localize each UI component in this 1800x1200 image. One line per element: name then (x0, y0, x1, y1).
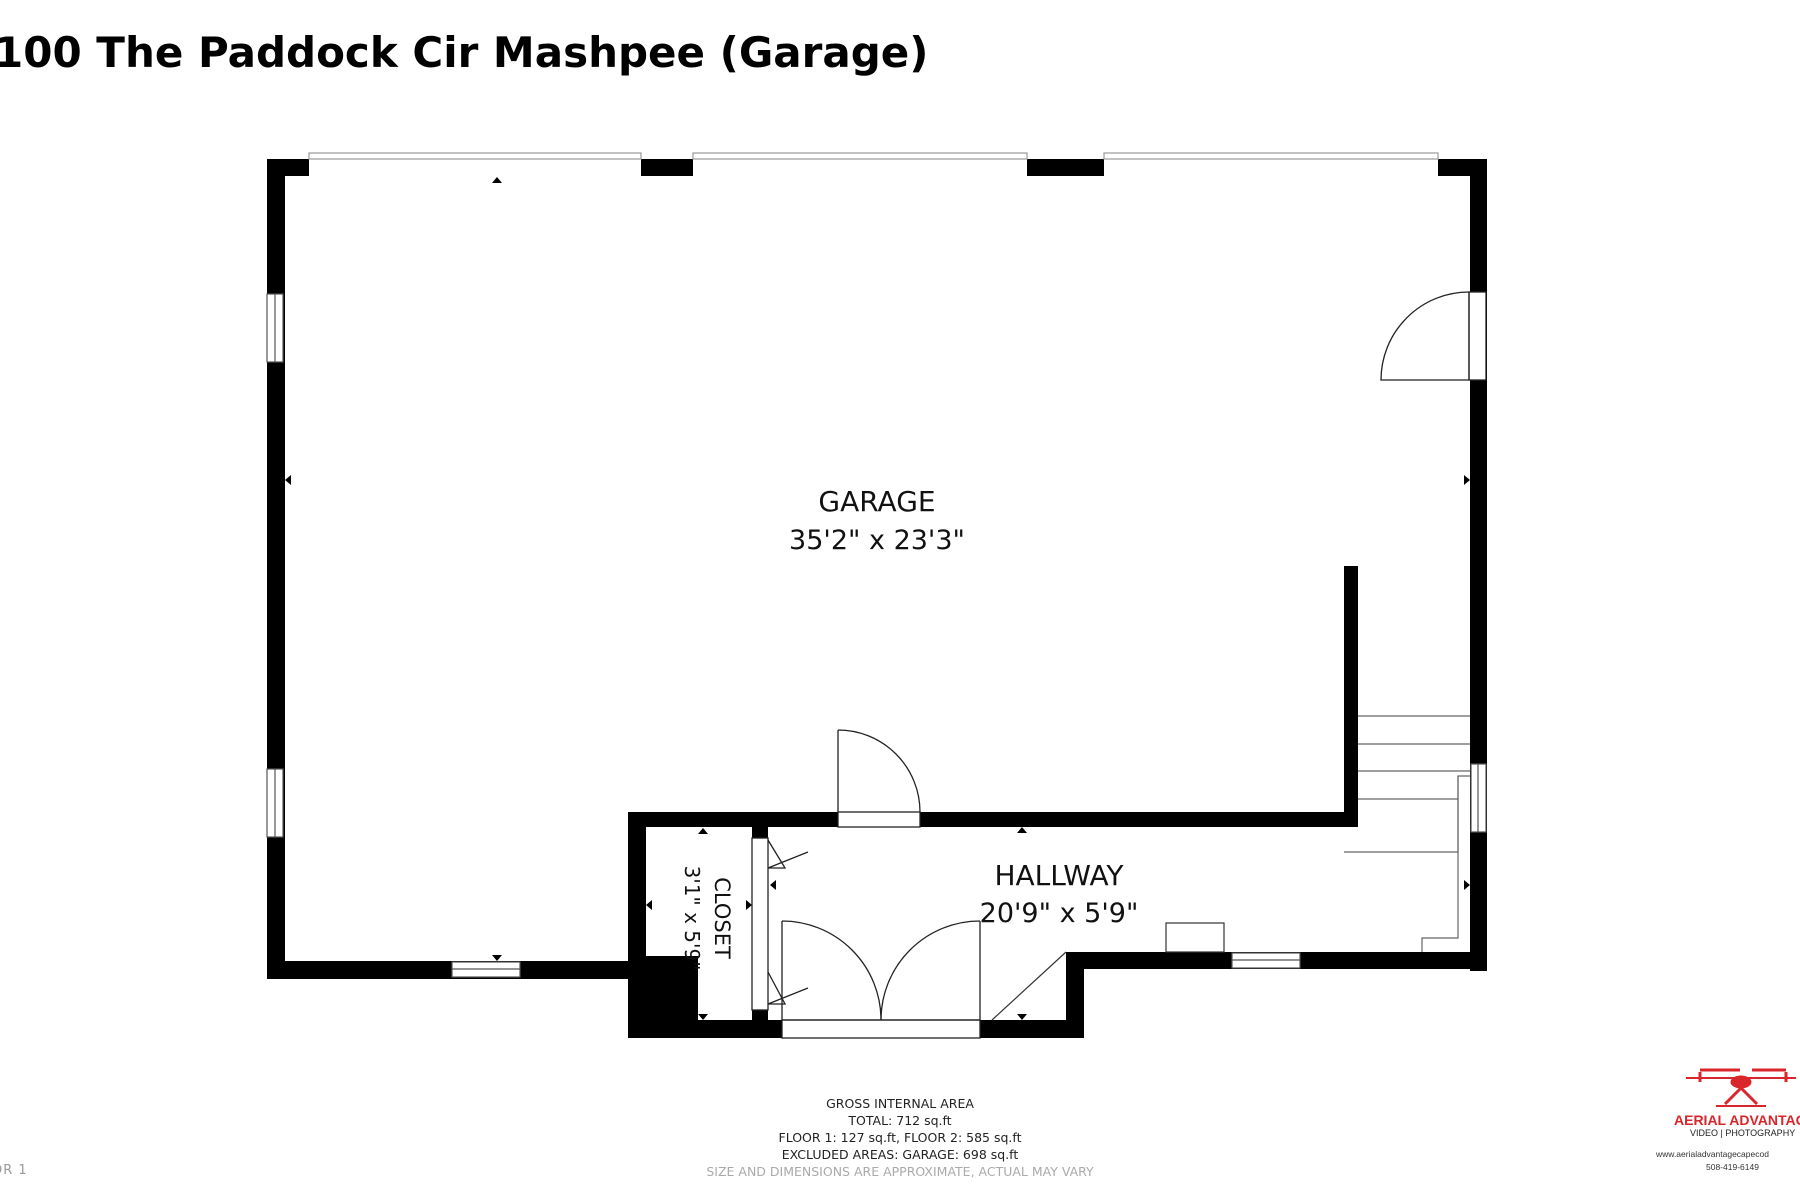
floor-label: OR 1 (0, 1163, 28, 1178)
closet-bifold-lower (767, 971, 809, 1005)
room-dimensions-closet: 3'1" x 5'9" (680, 866, 704, 971)
room-label-closet: CLOSET (710, 877, 734, 959)
garage-door-2 (692, 152, 1028, 160)
hallway-wall-step-vertical (1066, 952, 1084, 1038)
stairs (1344, 715, 1470, 952)
hallway-fixture (1165, 922, 1225, 953)
area-excluded: EXCLUDED AREAS: GARAGE: 698 sq.ft (781, 1147, 1019, 1162)
garage-doors (308, 152, 1439, 160)
room-dimensions-hallway: 20'9" x 5'9" (980, 898, 1139, 929)
logo-phone: 508-419-6149 (1706, 1162, 1759, 1172)
fixtures (991, 922, 1225, 1021)
garage-wall-top-segment-3 (1027, 159, 1104, 176)
hallway-divider-wall (628, 812, 1349, 827)
front-door-swing-right (880, 920, 981, 1021)
stair-side-wall (1344, 566, 1358, 827)
doors (751, 291, 1487, 1039)
room-dimensions-garage: 35'2" x 23'3" (789, 525, 965, 556)
windows (266, 293, 1487, 978)
garage-wall-left (267, 159, 285, 979)
closet-bifold-track (751, 837, 769, 1011)
entry-door-swing (1380, 291, 1470, 381)
closet-bifold-upper (767, 839, 809, 869)
logo-brand: AERIAL ADVANTAG (1674, 1112, 1800, 1128)
room-label-garage: GARAGE (818, 485, 935, 518)
hallway-wall-left (628, 812, 646, 1038)
hallway-garage-door (837, 811, 921, 828)
garage-wall-top-segment-1 (267, 159, 309, 176)
company-logo: AERIAL ADVANTAG VIDEO | PHOTOGRAPHY www.… (1640, 1060, 1800, 1180)
dimension-markers (285, 177, 1470, 1020)
area-heading: GROSS INTERNAL AREA (826, 1096, 974, 1111)
closet-label-group: CLOSET 3'1" x 5'9" (680, 866, 734, 971)
front-double-door (781, 1019, 981, 1039)
area-floors: FLOOR 1: 127 sq.ft, FLOOR 2: 585 sq.ft (778, 1130, 1022, 1145)
hallway-diagonal (991, 951, 1067, 1021)
garage-door-3 (1103, 152, 1439, 160)
drone-icon (1686, 1068, 1796, 1107)
logo-url: www.aerialadvantagecapecod (1656, 1149, 1769, 1159)
plan-title: 100 The Paddock Cir Mashpee (Garage) (0, 28, 929, 77)
garage-door-1 (308, 152, 642, 160)
area-summary: GROSS INTERNAL AREA TOTAL: 712 sq.ft FLO… (640, 1095, 1160, 1180)
logo-tagline: VIDEO | PHOTOGRAPHY (1690, 1128, 1796, 1138)
garage-wall-bottom (267, 961, 629, 979)
garage-wall-top-segment-2 (641, 159, 693, 176)
closet-fill-block (646, 956, 698, 1020)
area-total: TOTAL: 712 sq.ft (848, 1113, 952, 1128)
room-label-hallway: HALLWAY (994, 859, 1124, 892)
walls (267, 159, 1487, 1038)
front-door-swing-left (781, 920, 882, 1021)
garage-wall-right (1470, 159, 1487, 971)
area-disclaimer: SIZE AND DIMENSIONS ARE APPROXIMATE, ACT… (706, 1164, 1094, 1179)
entry-door-right (1468, 291, 1487, 381)
hallway-garage-door-swing (837, 729, 921, 813)
